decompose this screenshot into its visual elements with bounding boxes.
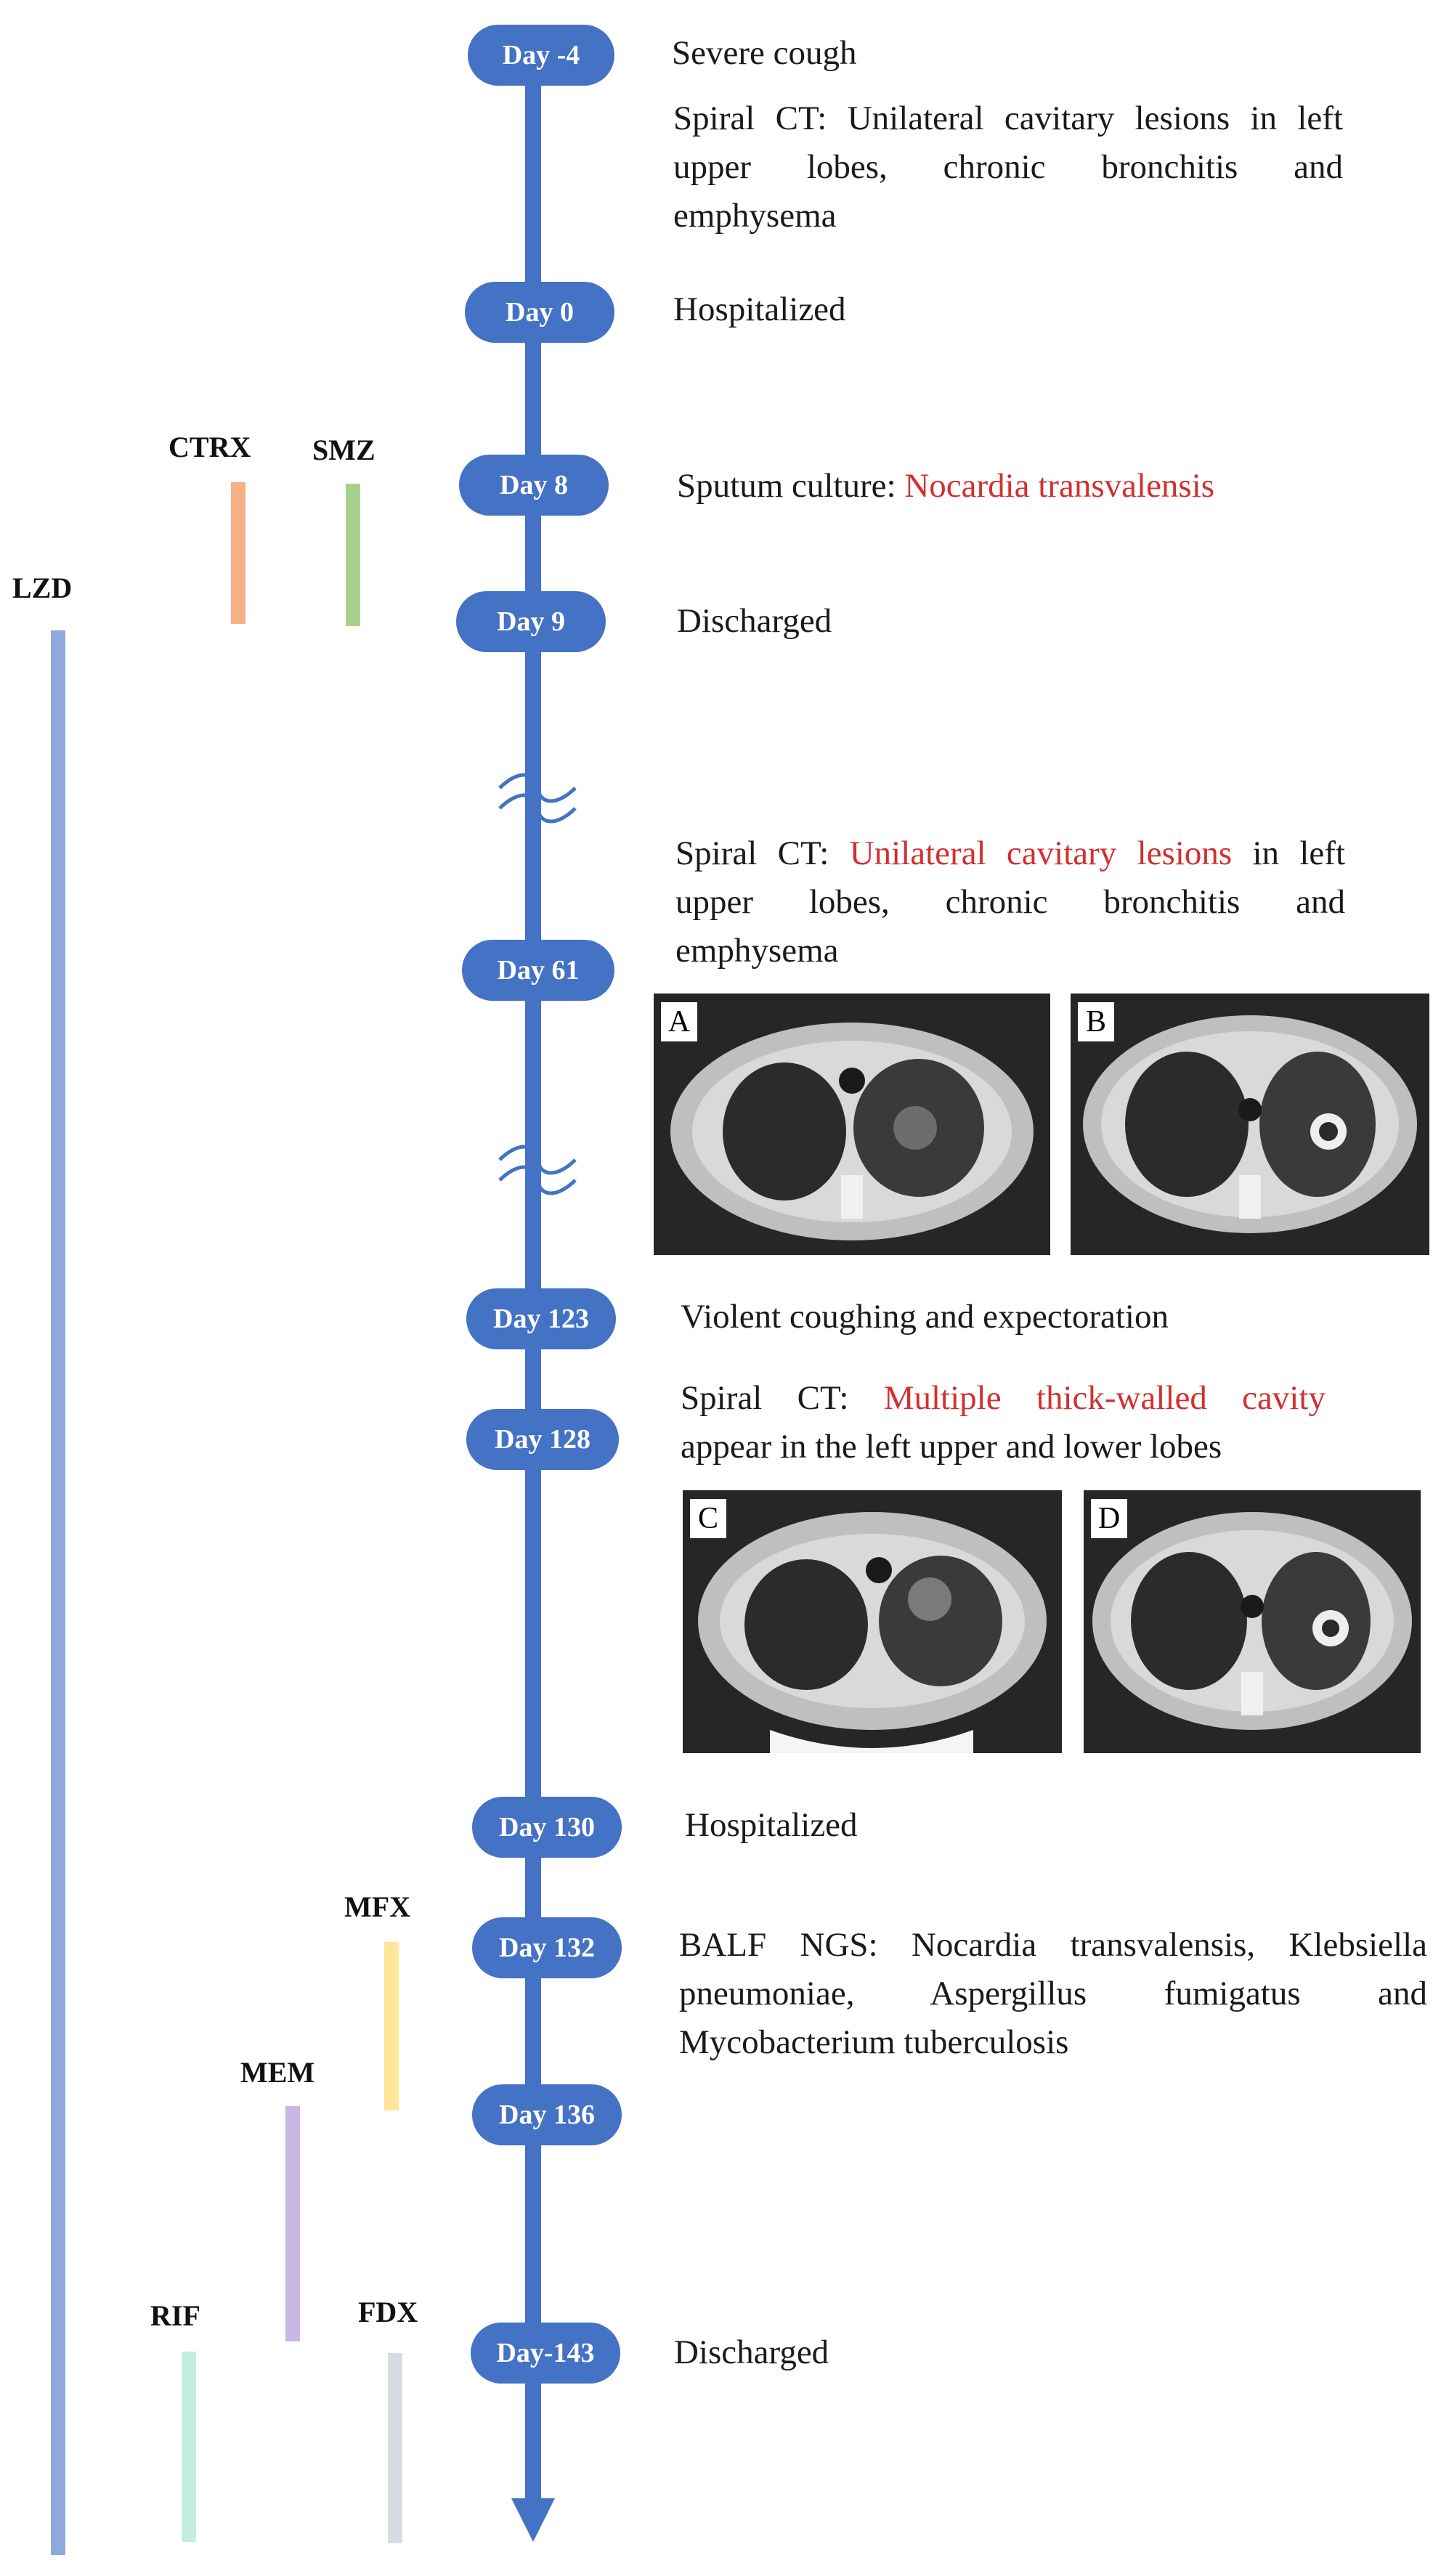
panel-label: A [661, 1002, 697, 1041]
drug-bar-lzd [51, 630, 65, 2555]
ct-scan-icon [670, 1023, 1034, 1240]
ct-scan-icon [1092, 1512, 1412, 1730]
ct-prefix: Spiral CT: [681, 1379, 884, 1417]
ngs-line: pneumoniae, Aspergillus fumigatus and [679, 1975, 1427, 2012]
event-text: Hospitalized [673, 290, 846, 328]
drug-label-smz: SMZ [312, 434, 376, 466]
day-marker: Day 61 [462, 940, 614, 1001]
ct-finding-text: Spiral CT: Multiple thick-walled cavity … [681, 1374, 1326, 1471]
ngs-line: Mycobacterium tuberculosis [679, 2023, 1069, 2061]
timeline-break-icon [498, 1145, 577, 1195]
event-text: Violent coughing and expectoration [681, 1298, 1169, 1336]
drug-label-mem: MEM [240, 2056, 315, 2089]
panel-label: C [690, 1499, 726, 1538]
ngs-line: BALF NGS: Nocardia transvalensis, Klebsi… [679, 1926, 1427, 1964]
day-marker: Day 0 [465, 282, 614, 343]
ct-finding-line: Spiral CT: Unilateral cavitary lesions i… [675, 829, 1345, 878]
finding-highlight: Unilateral cavitary lesions [849, 834, 1233, 872]
ct-finding-text: Spiral CT: Unilateral cavitary lesions i… [673, 94, 1343, 240]
ct-suffix: in left [1232, 834, 1346, 872]
ct-scan-icon [1083, 1015, 1417, 1233]
drug-bar-mfx [384, 1942, 399, 2110]
drug-label-fdx: FDX [358, 2296, 418, 2328]
ct-finding-line: Spiral CT: Multiple thick-walled cavity [681, 1374, 1326, 1423]
finding-highlight: Multiple thick-walled cavity [883, 1379, 1326, 1417]
ct-image-d: D [1084, 1490, 1421, 1753]
ngs-result-text: BALF NGS: Nocardia transvalensis, Klebsi… [679, 1921, 1427, 2067]
culture-result-text: Sputum culture: Nocardia transvalensis [677, 462, 1214, 511]
ct-finding-line: emphysema [673, 197, 837, 235]
day-marker: Day 128 [466, 1409, 619, 1470]
timeline-break-icon [498, 773, 577, 824]
day-marker: Day-143 [471, 2323, 620, 2384]
panel-label: D [1091, 1499, 1127, 1538]
ct-finding-line: Spiral CT: Unilateral cavitary lesions i… [673, 99, 1343, 137]
drug-bar-mem [285, 2106, 300, 2341]
panel-label: B [1078, 1002, 1114, 1041]
culture-label: Sputum culture: [677, 467, 905, 505]
ct-image-c: C [683, 1490, 1062, 1753]
day-marker: Day 8 [459, 455, 609, 516]
timeline-arrow-icon [511, 2498, 555, 2542]
ct-prefix: Spiral CT: [675, 834, 850, 872]
timeline-axis [525, 54, 541, 2513]
ct-image-b: B [1071, 994, 1429, 1255]
drug-bar-fdx [388, 2353, 402, 2543]
event-text: Discharged [677, 602, 832, 640]
day-marker: Day 9 [456, 591, 606, 652]
drug-bar-ctrx [231, 482, 245, 624]
ct-image-a: A [654, 994, 1050, 1255]
drug-label-rif: RIF [150, 2299, 200, 2332]
event-text: Discharged [674, 2333, 829, 2371]
ct-scan-icon [698, 1512, 1047, 1753]
ct-finding-line: appear in the left upper and lower lobes [681, 1428, 1222, 1466]
ct-finding-text: Spiral CT: Unilateral cavitary lesions i… [675, 829, 1345, 975]
event-text: Severe cough [672, 34, 857, 72]
drug-label-mfx: MFX [344, 1890, 411, 1923]
pathogen-highlight: Nocardia transvalensis [904, 467, 1215, 505]
drug-bar-smz [346, 484, 360, 626]
day-marker: Day 123 [466, 1288, 616, 1349]
day-marker: Day 130 [472, 1797, 622, 1858]
drug-label-lzd: LZD [12, 572, 73, 604]
ct-finding-line: emphysema [675, 932, 839, 970]
day-marker: Day -4 [468, 25, 614, 86]
drug-label-ctrx: CTRX [169, 431, 251, 463]
ct-finding-line: upper lobes, chronic bronchitis and [675, 883, 1345, 921]
day-marker: Day 136 [472, 2084, 622, 2145]
day-marker: Day 132 [472, 1917, 622, 1978]
drug-bar-rif [182, 2352, 196, 2542]
event-text: Hospitalized [685, 1806, 858, 1844]
ct-finding-line: upper lobes, chronic bronchitis and [673, 148, 1343, 186]
